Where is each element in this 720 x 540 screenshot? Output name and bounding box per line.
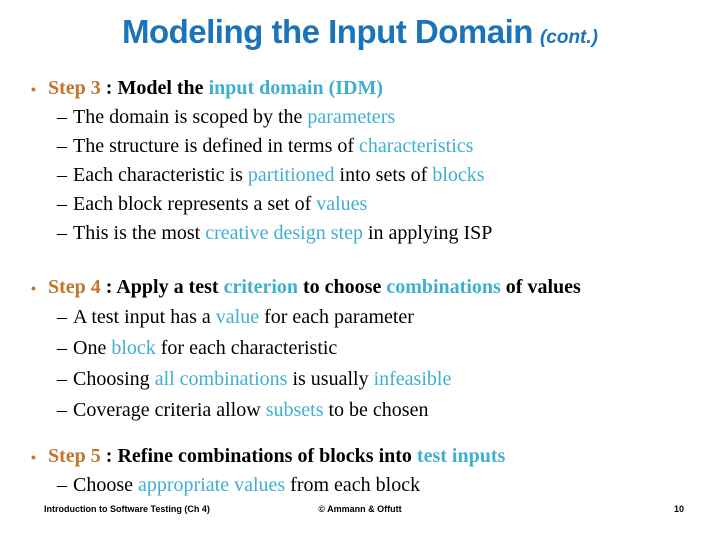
footer-page-number: 10 <box>673 504 684 514</box>
text-span: into sets of <box>334 164 433 186</box>
text-span: subsets <box>265 399 324 421</box>
text-span: One <box>73 337 112 359</box>
text-span: Each characteristic is <box>73 164 248 186</box>
sub-bullet: –A test input has a value for each param… <box>31 302 706 333</box>
sub-bullet-list: –The domain is scoped by the parameters–… <box>31 103 706 248</box>
text-span: Choosing <box>73 368 155 390</box>
dash-icon: – <box>57 135 67 157</box>
sub-bullet-text: Each block represents a set of values <box>73 190 367 219</box>
dash-icon: – <box>57 193 67 215</box>
text-span: in applying ISP <box>362 222 493 244</box>
text-span: blocks <box>432 164 485 186</box>
dash-icon: – <box>57 474 67 496</box>
title-text: Modeling the Input Domain <box>121 13 533 50</box>
footer-book-title: Introduction to Software Testing (Ch 4) <box>44 504 210 514</box>
bullet-icon: • <box>31 280 36 296</box>
sub-bullet: –The domain is scoped by the parameters <box>31 103 706 132</box>
sub-bullet: –Choosing all combinations is usually in… <box>31 364 706 395</box>
sub-bullet-text: A test input has a value for each parame… <box>73 302 414 333</box>
text-span: creative design step <box>205 222 363 244</box>
bullet-icon: • <box>31 449 36 465</box>
sub-bullet: –Choose appropriate values from each blo… <box>31 471 706 500</box>
step-header-step-4: • Step 4 : Apply a test criterion to choo… <box>31 275 706 300</box>
dash-icon: – <box>57 337 67 359</box>
text-span: This is the most <box>73 222 206 244</box>
sub-bullet-text: One block for each characteristic <box>73 333 337 364</box>
sub-bullet: –This is the most creative design step i… <box>31 219 706 248</box>
step-header-step-3: • Step 3 : Model the input domain (IDM) <box>31 76 706 101</box>
text-span: combinations <box>386 276 501 298</box>
text-span: to be chosen <box>323 399 429 421</box>
dash-icon: – <box>57 306 67 328</box>
text-span: characteristics <box>359 135 474 157</box>
text-span: Choose <box>73 474 138 496</box>
step-header-text: Step 5 : Refine combinations of blocks i… <box>48 444 505 468</box>
text-span: Each block represents a set of <box>73 193 317 215</box>
text-span: criterion <box>223 276 298 298</box>
text-span: test inputs <box>416 445 506 467</box>
text-span: values <box>316 193 368 215</box>
text-span: of values <box>500 276 581 298</box>
sub-bullet-text: Choosing all combinations is usually inf… <box>73 364 451 395</box>
step-header-step-5: • Step 5 : Refine combinations of blocks … <box>31 444 706 469</box>
title-cont-text: (cont.) <box>539 27 598 48</box>
text-span: : Apply a test <box>100 276 224 298</box>
sub-bullet-text: This is the most creative design step in… <box>73 219 492 248</box>
text-span: value <box>215 306 260 328</box>
sub-bullet: –The structure is defined in terms of ch… <box>31 132 706 161</box>
sub-bullet-list: –Choose appropriate values from each blo… <box>31 471 706 500</box>
text-span: all combinations <box>154 368 288 390</box>
sub-bullet-text: Coverage criteria allow subsets to be ch… <box>73 395 428 426</box>
sub-bullet-text: Each characteristic is partitioned into … <box>73 161 485 190</box>
dash-icon: – <box>57 368 67 390</box>
text-span: : Model the <box>100 77 209 99</box>
footer-copyright: © Ammann & Offutt <box>318 504 402 514</box>
text-span: input domain (IDM) <box>208 77 384 99</box>
text-span: : Refine combinations of blocks into <box>100 445 417 467</box>
text-span: parameters <box>307 106 396 128</box>
step-header-text: Step 3 : Model the input domain (IDM) <box>48 76 383 100</box>
text-span: Step 3 <box>48 77 101 99</box>
dash-icon: – <box>57 164 67 186</box>
step-block-step-5: • Step 5 : Refine combinations of blocks … <box>31 444 706 500</box>
dash-icon: – <box>57 399 67 421</box>
text-span: partitioned <box>247 164 335 186</box>
text-span: to choose <box>298 276 387 298</box>
sub-bullet-text: The domain is scoped by the parameters <box>73 103 395 132</box>
sub-bullet-list: –A test input has a value for each param… <box>31 302 706 426</box>
dash-icon: – <box>57 106 67 128</box>
text-span: appropriate values <box>138 474 286 496</box>
step-header-text: Step 4 : Apply a test criterion to choos… <box>48 275 581 299</box>
text-span: infeasible <box>373 368 452 390</box>
sub-bullet-text: The structure is defined in terms of cha… <box>73 132 473 161</box>
text-span: Coverage criteria allow <box>73 399 266 421</box>
text-span: for each characteristic <box>155 337 338 359</box>
step-block-step-3: •Step 3 : Model the input domain (IDM)–T… <box>31 76 706 248</box>
text-span: for each parameter <box>259 306 414 328</box>
text-span: from each block <box>285 474 421 496</box>
text-span: block <box>111 337 156 359</box>
sub-bullet: –Each characteristic is partitioned into… <box>31 161 706 190</box>
steps-container: •Step 3 : Model the input domain (IDM)–T… <box>31 76 706 500</box>
page-title: Modeling the Input Domain (cont.) <box>0 13 720 51</box>
bullet-icon: • <box>31 81 36 97</box>
text-span: Step 4 <box>48 276 101 298</box>
dash-icon: – <box>57 222 67 244</box>
text-span: The structure is defined in terms of <box>73 135 360 157</box>
sub-bullet: –Coverage criteria allow subsets to be c… <box>31 395 706 426</box>
sub-bullet-text: Choose appropriate values from each bloc… <box>73 471 420 500</box>
text-span: The domain is scoped by the <box>73 106 308 128</box>
step-block-step-4: • Step 4 : Apply a test criterion to choo… <box>31 275 706 426</box>
sub-bullet: –One block for each characteristic <box>31 333 706 364</box>
text-span: Step 5 <box>48 445 101 467</box>
slide-footer: Introduction to Software Testing (Ch 4) … <box>0 504 720 516</box>
sub-bullet: –Each block represents a set of values <box>31 190 706 219</box>
text-span: is usually <box>287 368 374 390</box>
text-span: A test input has a <box>73 306 216 328</box>
